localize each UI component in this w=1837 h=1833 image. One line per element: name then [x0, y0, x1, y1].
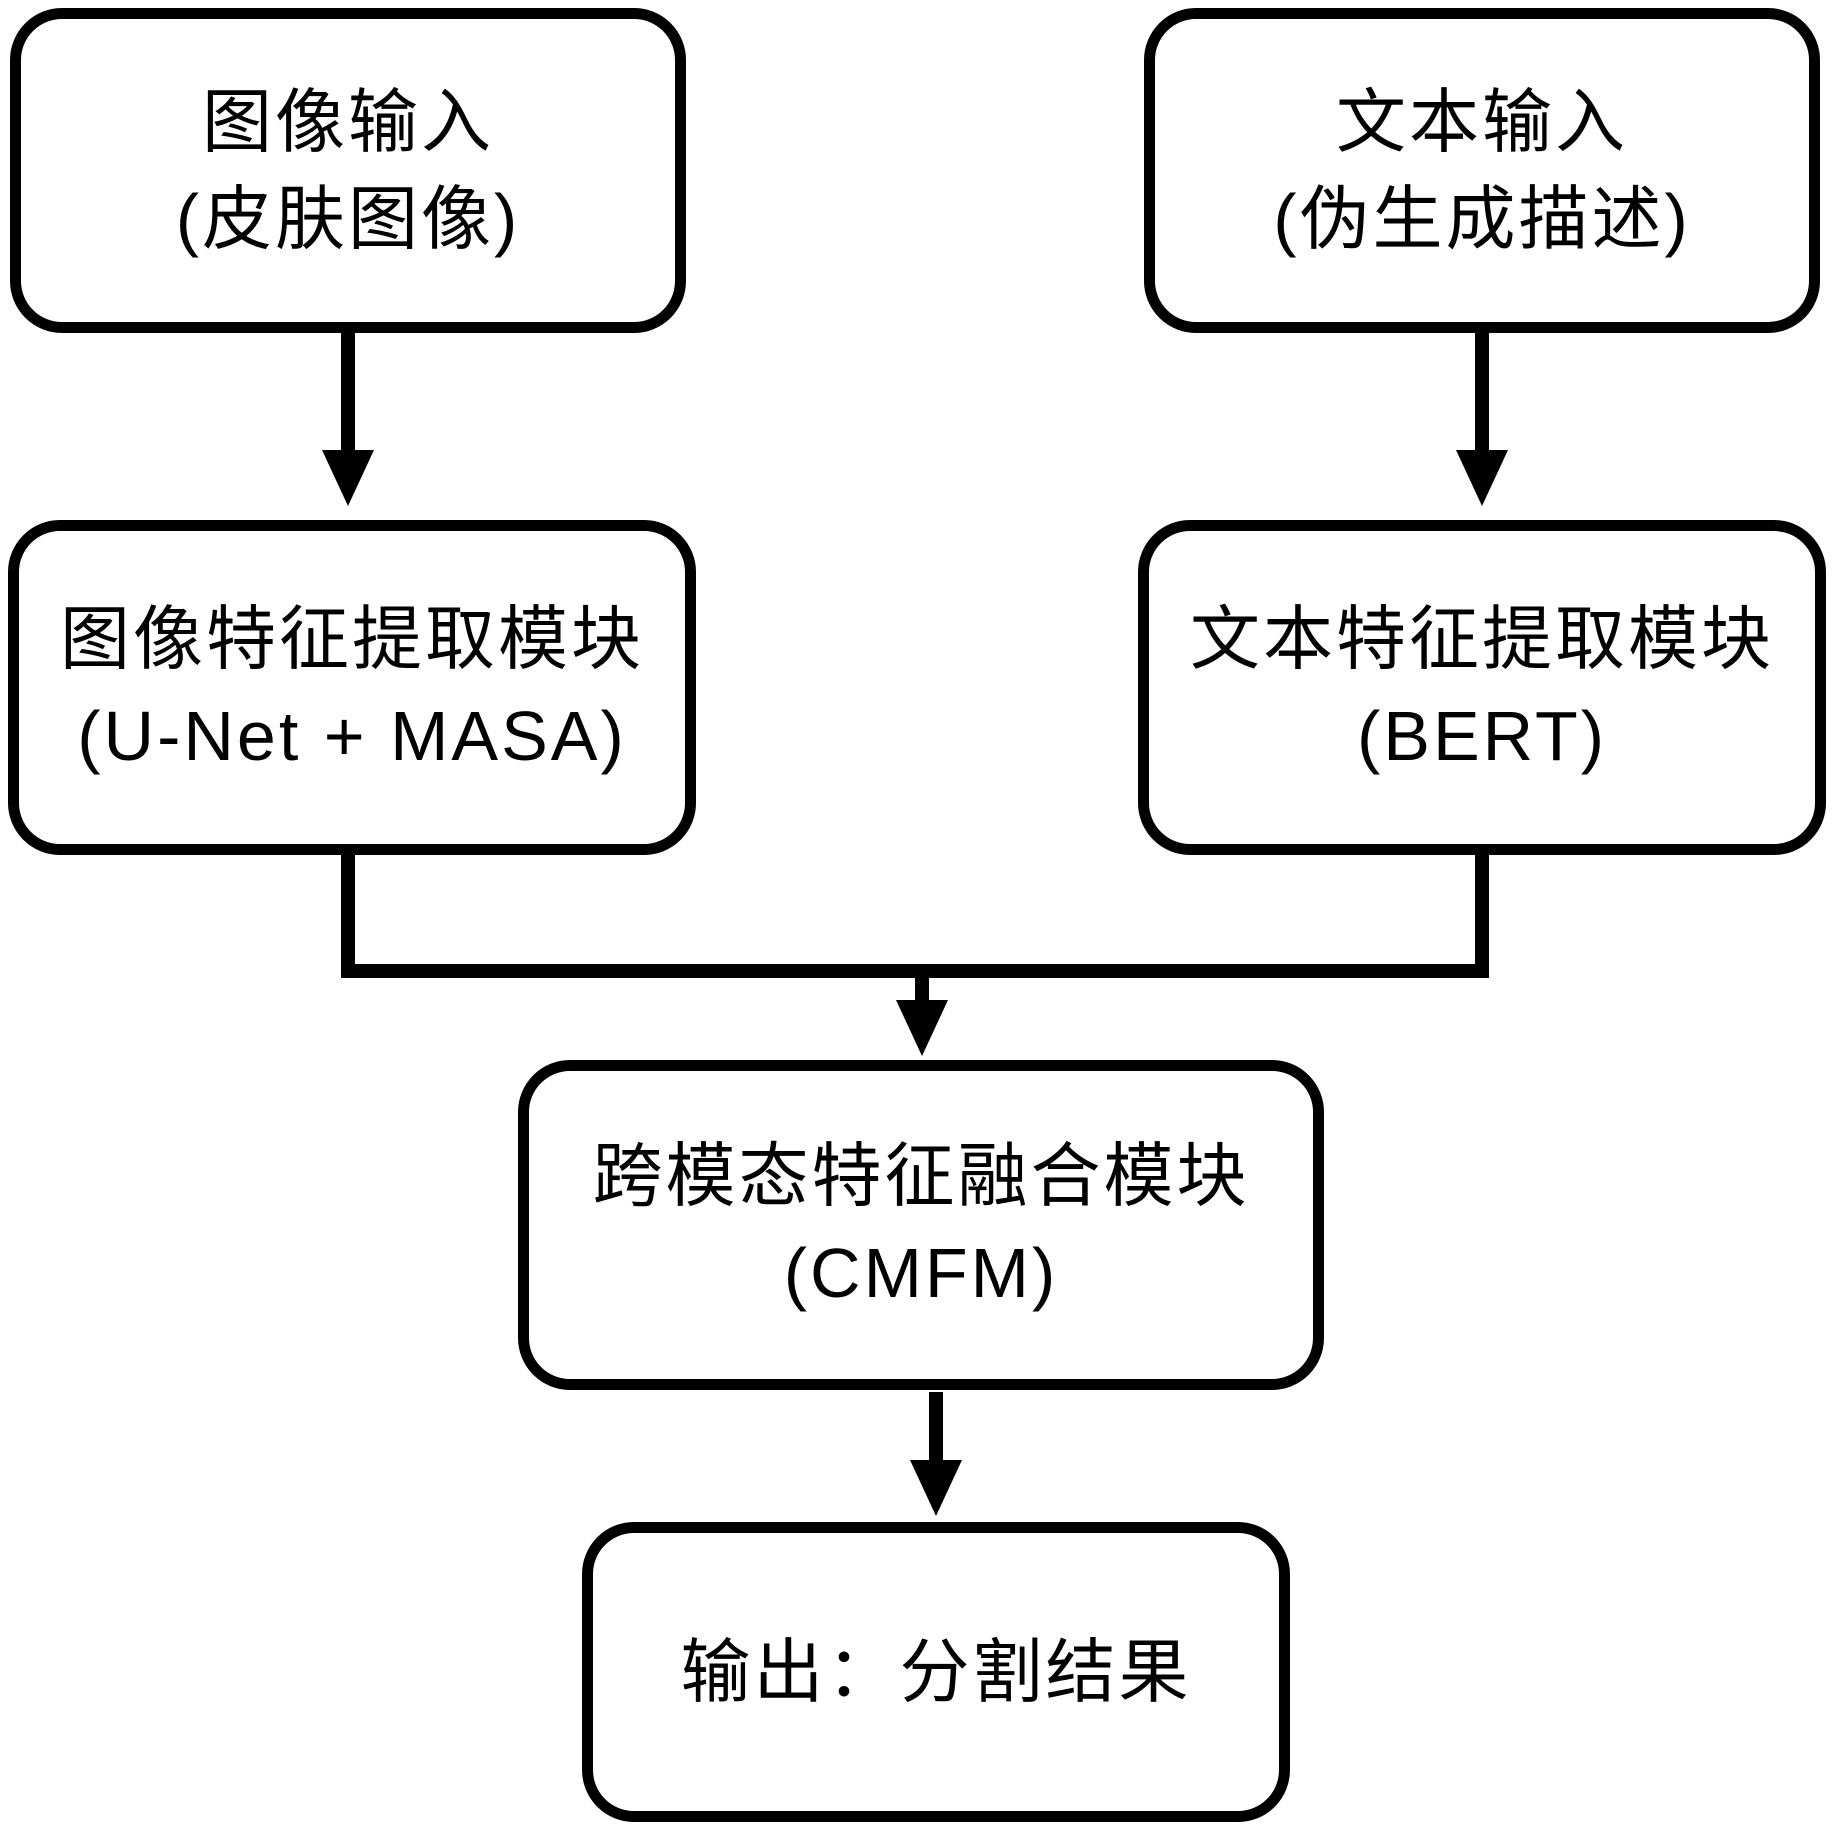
arrow-merge-to-fusion — [896, 971, 948, 1056]
arrow-image-input-to-image-feature — [322, 333, 374, 506]
node-output-title: 输出：分割结果 — [680, 1632, 1192, 1711]
node-text-input: 文本输入 (伪生成描述) — [1144, 8, 1820, 333]
arrow-fusion-to-output — [910, 1392, 962, 1516]
node-crossmodal-fusion-module: 跨模态特征融合模块 (CMFM) — [518, 1060, 1324, 1390]
node-text-input-title: 文本输入 — [1336, 82, 1628, 161]
node-image-input-subtitle: (皮肤图像) — [175, 179, 521, 258]
node-text-input-subtitle: (伪生成描述) — [1273, 179, 1691, 258]
node-image-input-title: 图像输入 — [202, 82, 494, 161]
node-image-input: 图像输入 (皮肤图像) — [10, 8, 686, 333]
node-image-feature-module: 图像特征提取模块 (U-Net + MASA) — [8, 520, 696, 855]
node-text-feature-subtitle: (BERT) — [1356, 696, 1608, 775]
node-output-result: 输出：分割结果 — [582, 1522, 1290, 1822]
node-text-feature-module: 文本特征提取模块 (BERT) — [1138, 520, 1826, 855]
node-fusion-title: 跨模态特征融合模块 — [592, 1137, 1250, 1215]
node-fusion-subtitle: (CMFM) — [783, 1234, 1059, 1312]
arrow-text-input-to-text-feature — [1456, 333, 1508, 506]
node-image-feature-title: 图像特征提取模块 — [60, 599, 644, 678]
merge-connector — [341, 850, 1489, 978]
node-image-feature-subtitle: (U-Net + MASA) — [77, 696, 627, 775]
node-text-feature-title: 文本特征提取模块 — [1190, 599, 1774, 678]
